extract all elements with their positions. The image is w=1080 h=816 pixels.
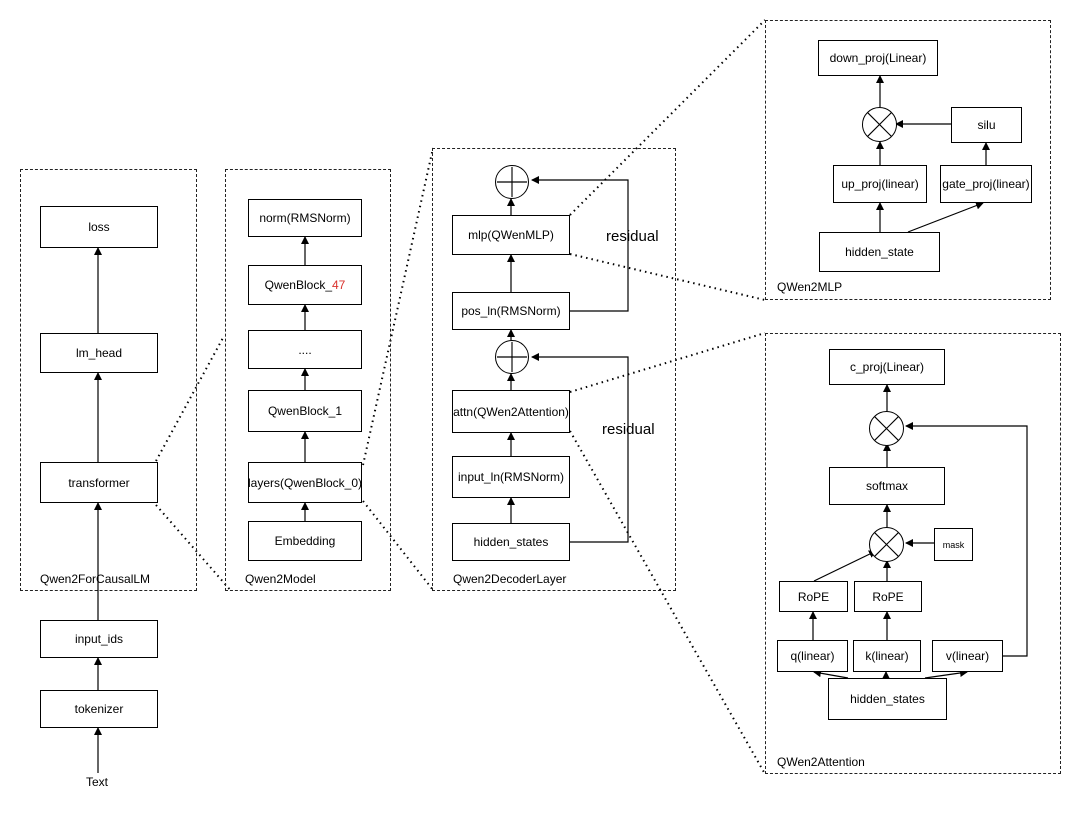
arrow-hs-to-v xyxy=(924,669,968,679)
transformer-box: transformer xyxy=(40,462,158,503)
qwen2-for-causal-lm-caption: Qwen2ForCausalLM xyxy=(40,572,151,586)
qwen2-mlp-caption: QWen2MLP xyxy=(777,280,843,294)
text-input-label: Text xyxy=(86,775,109,789)
input-ln-box: input_ln(RMSNorm) xyxy=(452,456,570,498)
qwen2-model-frame xyxy=(225,169,391,591)
down-proj-box: down_proj(Linear) xyxy=(818,40,938,76)
qwen2-for-causal-lm-frame xyxy=(20,169,197,591)
q-linear-box: q(linear) xyxy=(777,640,848,672)
residual-label-top: residual xyxy=(606,228,659,245)
zoom-guide-layers-bottom xyxy=(362,500,434,591)
residual-bottom-path xyxy=(531,353,629,543)
input-ids-box: input_ids xyxy=(40,620,158,658)
silu-box: silu xyxy=(951,107,1022,143)
decoder-hidden-states-box: hidden_states xyxy=(452,523,570,561)
residual-label-bottom: residual xyxy=(602,421,655,438)
qwen2-mlp-frame xyxy=(765,20,1051,300)
tokenizer-box: tokenizer xyxy=(40,690,158,728)
add-icon-bottom xyxy=(495,340,529,374)
hidden-state-box: hidden_state xyxy=(819,232,940,272)
ellipsis-box: .... xyxy=(248,330,362,369)
mlp-box: mlp(QWenMLP) xyxy=(452,215,570,255)
attn-box: attn(QWen2Attention) xyxy=(452,390,570,433)
multiply-icon-attn-bottom xyxy=(869,527,904,562)
layers-box: layers(QwenBlock_0) xyxy=(248,462,362,503)
qwen2-decoder-layer-frame xyxy=(432,148,676,591)
zoom-guide-attn-top xyxy=(569,332,766,393)
norm-box: norm(RMSNorm) xyxy=(248,199,362,237)
rope-q-box: RoPE xyxy=(779,581,848,612)
qwen-block-47-prefix: QwenBlock_ xyxy=(264,278,332,292)
loss-box: loss xyxy=(40,206,158,248)
lm-head-box: lm_head xyxy=(40,333,158,373)
arrow-v-to-multiply xyxy=(905,422,1028,657)
gate-proj-box: gate_proj(linear) xyxy=(940,165,1032,203)
zoom-guide-mlp-bottom xyxy=(569,253,766,301)
qwen-block-47-number: 47 xyxy=(332,278,346,292)
arrow-hs-to-q xyxy=(813,669,849,679)
zoom-guide-mlp-top xyxy=(569,19,766,216)
multiply-icon-attn-top xyxy=(869,411,904,446)
qwen-block-47-box: QwenBlock_47 xyxy=(248,265,362,305)
arrow-rope-q-to-multiply xyxy=(813,550,877,582)
add-icon-top xyxy=(495,165,529,199)
attn-hidden-states-box: hidden_states xyxy=(828,678,947,720)
rope-k-box: RoPE xyxy=(854,581,922,612)
k-linear-box: k(linear) xyxy=(853,640,921,672)
multiply-icon-mlp xyxy=(862,107,897,142)
qwen2-decoder-layer-caption: Qwen2DecoderLayer xyxy=(453,572,567,586)
softmax-box: softmax xyxy=(829,467,945,505)
pos-ln-box: pos_ln(RMSNorm) xyxy=(452,292,570,330)
mask-box: mask xyxy=(934,528,973,561)
up-proj-box: up_proj(linear) xyxy=(833,165,927,203)
embedding-box: Embedding xyxy=(248,521,362,561)
v-linear-box: v(linear) xyxy=(932,640,1003,672)
zoom-guide-layers-top xyxy=(362,147,434,466)
c-proj-box: c_proj(Linear) xyxy=(829,349,945,385)
qwen2-attention-caption: QWen2Attention xyxy=(777,755,865,769)
qwen2-model-caption: Qwen2Model xyxy=(245,572,316,586)
residual-top-path xyxy=(531,176,629,312)
arrow-hidden-state-to-gate-proj xyxy=(907,201,984,233)
qwen2-attention-frame xyxy=(765,333,1061,774)
qwen-block-1-box: QwenBlock_1 xyxy=(248,390,362,432)
